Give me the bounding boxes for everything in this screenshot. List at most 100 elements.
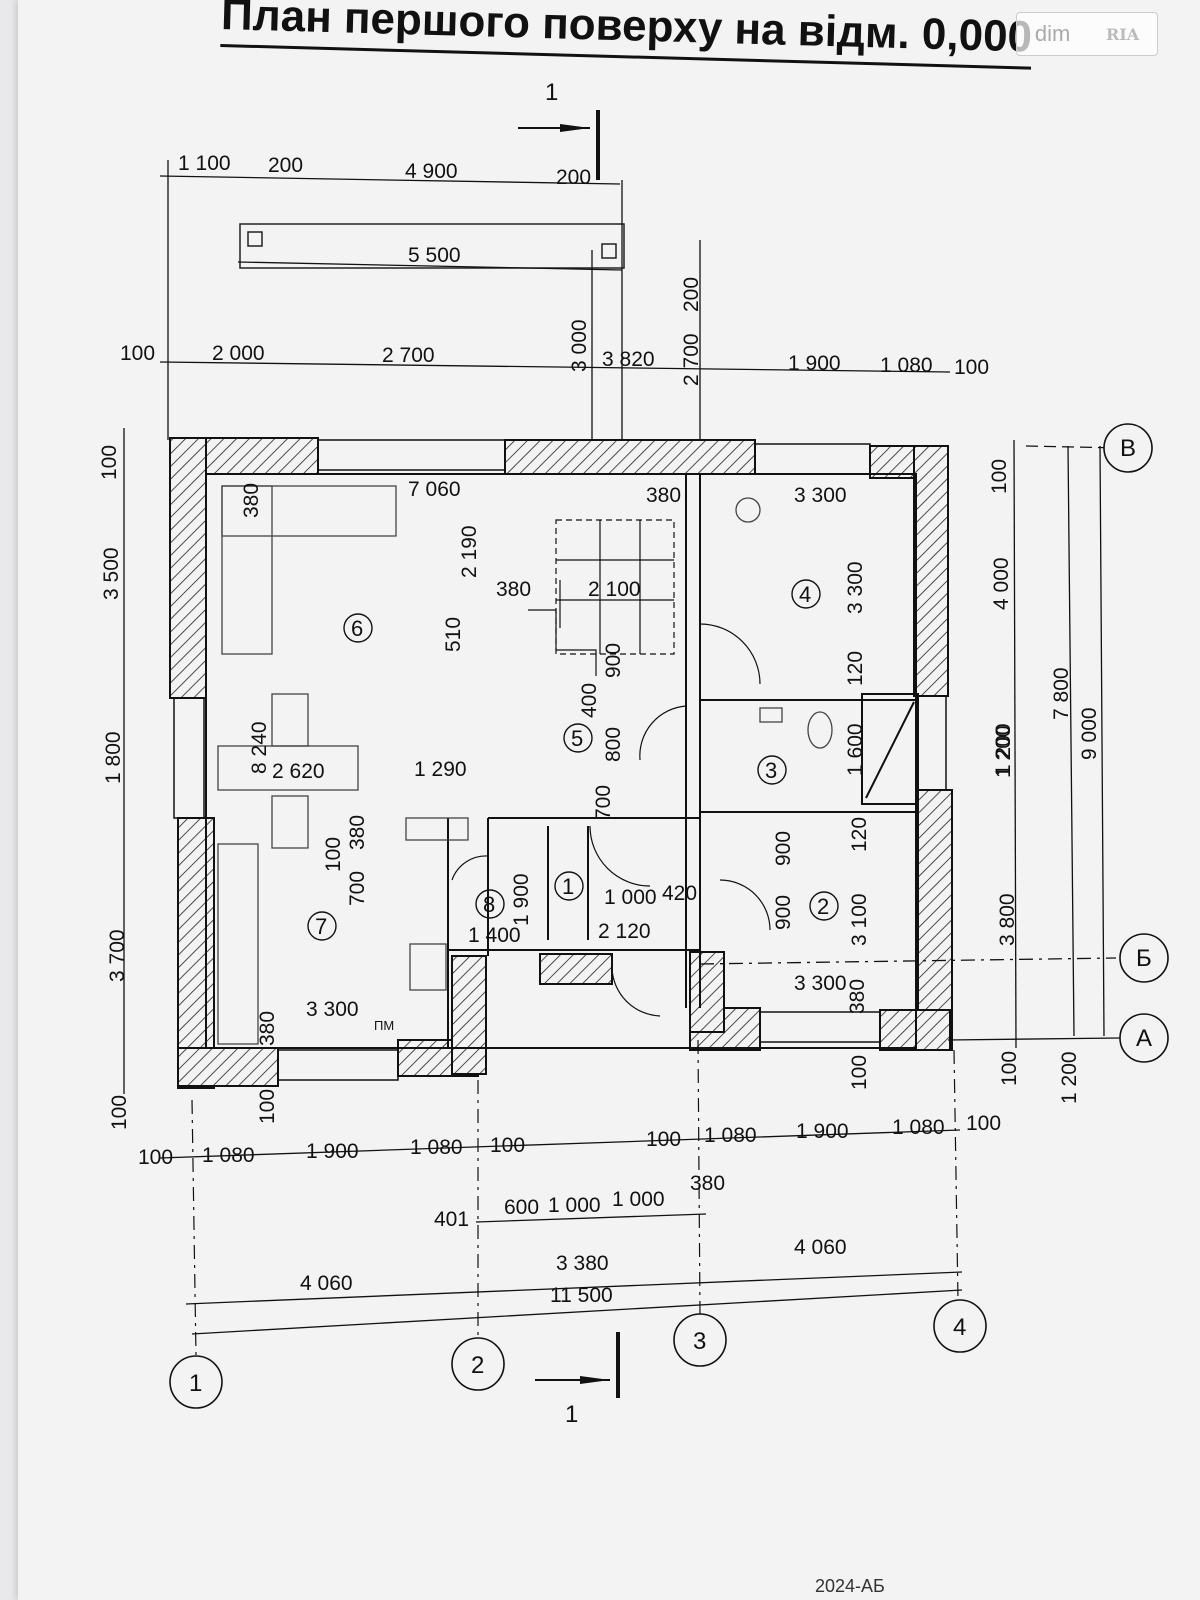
idim-34: 3 300 bbox=[794, 972, 847, 995]
rdim-4: 3 800 bbox=[996, 893, 1019, 946]
idim-15: 1 600 bbox=[844, 723, 867, 776]
watermark: dim RIA bbox=[1016, 12, 1158, 56]
idim-35: 380 bbox=[846, 979, 869, 1014]
windows bbox=[173, 439, 947, 1081]
ldim-4: 3 700 bbox=[106, 929, 129, 982]
bdim2-2: 600 bbox=[504, 1196, 539, 1219]
idim-14: 120 bbox=[844, 651, 867, 686]
axis-bubbles bbox=[169, 423, 1169, 1409]
staircase bbox=[528, 519, 675, 676]
dim-row3-5: 1 900 bbox=[788, 352, 841, 375]
door-swings bbox=[451, 623, 771, 1017]
bdim1-4: 1 080 bbox=[410, 1136, 463, 1159]
idim-8: 510 bbox=[442, 617, 465, 652]
dim-top-2: 200 bbox=[268, 154, 303, 177]
idim-11: 800 bbox=[602, 727, 625, 762]
watermark-mark: RIA bbox=[1105, 24, 1140, 44]
axis-labels: В Б А 1 2 3 4 bbox=[189, 435, 1152, 1397]
bdim2-4: 1 000 bbox=[612, 1188, 665, 1211]
ldim-6: 100 bbox=[256, 1089, 279, 1124]
bdim3-3: 4 060 bbox=[794, 1236, 847, 1259]
idim-6: 380 bbox=[496, 578, 531, 601]
bottom-dims-row2: 401 600 1 000 1 000 380 bbox=[434, 1172, 725, 1231]
watermark-brand: dim bbox=[1034, 21, 1071, 46]
idim-7: 2 100 bbox=[588, 578, 641, 601]
idim-31: 700 bbox=[346, 871, 369, 906]
dim-row3-2: 2 000 bbox=[212, 342, 265, 365]
top-dims-row1: 1 100 200 4 900 200 bbox=[178, 152, 591, 189]
interior-walls bbox=[205, 473, 919, 1049]
dim-row3-3: 2 700 bbox=[382, 344, 435, 367]
dim-row3-6: 1 080 bbox=[880, 354, 933, 377]
bdim1-6: 100 bbox=[646, 1128, 681, 1151]
idim-4: 3 300 bbox=[794, 484, 847, 507]
idim-26: 1 290 bbox=[414, 758, 467, 781]
top-dims-row3: 100 2 000 2 700 3 820 1 900 1 080 100 bbox=[120, 342, 989, 379]
bottom-dimension-lines bbox=[159, 1129, 963, 1335]
idim-12: 700 bbox=[592, 785, 615, 820]
idim-27: 2 620 bbox=[272, 760, 325, 783]
idim-17: 120 bbox=[848, 817, 871, 852]
idim-30: 380 bbox=[346, 815, 369, 850]
axis-lines bbox=[191, 1039, 959, 1357]
rdim-6: 7 800 bbox=[1050, 667, 1073, 720]
axis-label-v: В bbox=[1120, 435, 1136, 462]
idim-24: 1 400 bbox=[468, 924, 521, 947]
section-mark-bottom: 1 bbox=[535, 1332, 620, 1428]
dim-canopy-width: 5 500 bbox=[408, 244, 461, 267]
idim-22: 420 bbox=[662, 882, 697, 905]
top-dimension-lines bbox=[159, 160, 951, 440]
axis-label-b: Б bbox=[1136, 945, 1152, 972]
idim-3: 380 bbox=[646, 484, 681, 507]
bottom-total-dim: 11 500 bbox=[550, 1284, 613, 1307]
dim-vert-3000: 3 000 bbox=[568, 319, 591, 372]
bottom-dims-row3: 4 060 3 380 4 060 bbox=[300, 1236, 847, 1295]
bottom-dims-row1: 100 1 080 1 900 1 080 100 100 1 080 1 90… bbox=[138, 1112, 1001, 1169]
right-dimension-lines bbox=[699, 439, 1121, 1049]
idim-36: 100 bbox=[848, 1055, 871, 1090]
axis-label-a: А bbox=[1136, 1025, 1152, 1052]
idim-19: 900 bbox=[772, 895, 795, 930]
section-label-top: 1 bbox=[545, 79, 558, 106]
dim-top-3: 4 900 bbox=[405, 160, 458, 183]
dim-top-1: 1 100 bbox=[178, 152, 231, 175]
room-markers bbox=[307, 579, 839, 941]
rdim-2: 4 000 bbox=[990, 557, 1013, 610]
idim-23: 2 120 bbox=[598, 920, 651, 943]
idim-21: 1 000 bbox=[604, 886, 657, 909]
axis-label-3: 3 bbox=[693, 1328, 706, 1355]
dim-vert-2700: 2 700 bbox=[680, 333, 703, 386]
rdim-1: 100 bbox=[988, 459, 1011, 494]
idim-13: 3 300 bbox=[844, 561, 867, 614]
rdim-3: 1 200 bbox=[992, 723, 1015, 776]
bdim1-9: 1 080 bbox=[892, 1116, 945, 1139]
room-3: 3 bbox=[765, 758, 777, 783]
idim-29: 100 bbox=[322, 837, 345, 872]
idim-9: 900 bbox=[602, 643, 625, 678]
axis-label-4: 4 bbox=[953, 1314, 966, 1341]
dim-vert-200: 200 bbox=[680, 277, 703, 312]
dim-row3-7: 100 bbox=[954, 356, 989, 379]
section-mark-top: 1 bbox=[518, 79, 600, 180]
room-7: 7 bbox=[315, 914, 327, 939]
idim-16: 1 200 bbox=[992, 725, 1015, 778]
ldim-3: 1 800 bbox=[102, 731, 125, 784]
drawing-code: 2024-АБ bbox=[815, 1576, 885, 1596]
canopy-outline bbox=[239, 223, 625, 269]
right-dims: 100 4 000 1 200 3 800 100 7 800 9 000 1 … bbox=[988, 459, 1101, 1104]
idim-28: 8 240 bbox=[248, 721, 271, 774]
ldim-5: 100 bbox=[108, 1095, 131, 1130]
bdim1-5: 100 bbox=[490, 1134, 525, 1157]
dim-row3-1: 100 bbox=[120, 342, 155, 365]
rdim-8: 1 200 bbox=[1058, 1051, 1081, 1104]
bdim1-3: 1 900 bbox=[306, 1140, 359, 1163]
section-label-bottom: 1 bbox=[565, 1401, 578, 1428]
idim-2: 7 060 bbox=[408, 478, 461, 501]
ldim-1: 100 bbox=[98, 445, 121, 480]
interior-dims: 380 7 060 380 3 300 2 190 380 2 100 510 … bbox=[240, 478, 1015, 1090]
bdim1-10: 100 bbox=[966, 1112, 1001, 1135]
axis-label-1: 1 bbox=[189, 1370, 202, 1397]
bdim2-5: 380 bbox=[690, 1172, 725, 1195]
bdim1-7: 1 080 bbox=[704, 1124, 757, 1147]
bdim3-2: 3 380 bbox=[556, 1252, 609, 1275]
